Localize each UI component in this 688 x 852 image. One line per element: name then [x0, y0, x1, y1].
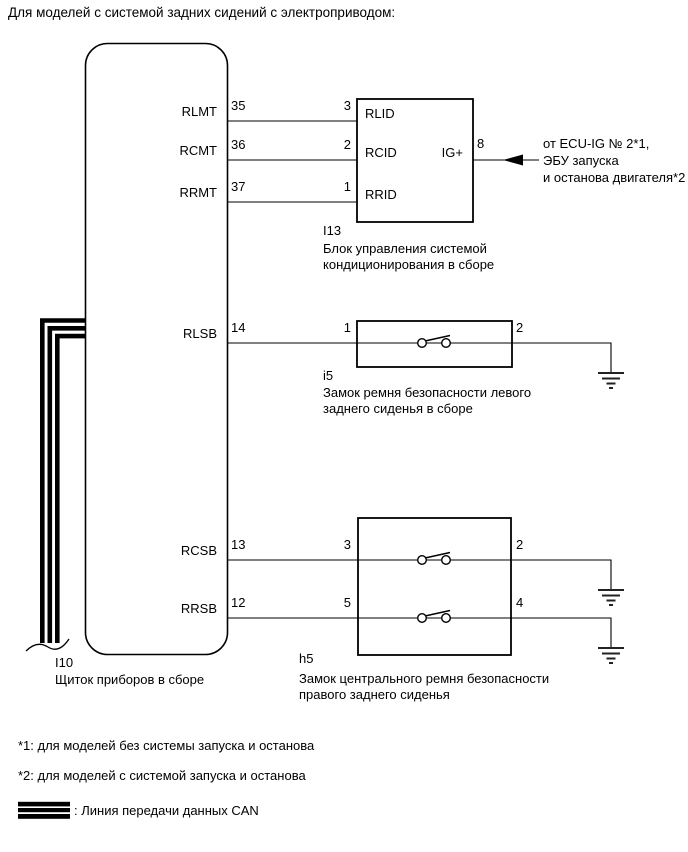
pin-number-rrsb: 12 [231, 595, 246, 610]
pin-number-rcid: 2 [343, 137, 351, 152]
left-buckle-name-line2: заднего сиденья в сборе [323, 401, 473, 416]
ig-note-line2: ЭБУ запуска [543, 153, 619, 168]
signal-label-rrmt: RRMT [179, 185, 217, 200]
pin-number-h5-row1-out: 2 [516, 537, 524, 552]
terminal-label-rlid: RLID [365, 106, 395, 121]
pin-number-h5-row2-in: 5 [343, 595, 351, 610]
center-buckle-box [357, 517, 512, 656]
signal-label-rcsb: RCSB [180, 543, 217, 558]
page-title: Для моделей с системой задних сидений с … [8, 5, 396, 20]
left-buckle-name-line1: Замок ремня безопасности левого [323, 385, 532, 400]
pin-number-i5-out: 2 [516, 320, 524, 335]
pin-number-i5-in: 1 [343, 320, 351, 335]
ac-unit-id: I13 [323, 223, 342, 238]
center-buckle-name-line2: правого заднего сиденья [299, 687, 450, 702]
arrow-left-icon [503, 154, 523, 166]
ig-note-line1: от ECU-IG № 2*1, [543, 136, 650, 151]
instrument-cluster-box [84, 42, 229, 656]
pin-number-rlid: 3 [343, 98, 351, 113]
switch-icon-h5-top [417, 551, 452, 566]
switch-icon-i5 [417, 334, 452, 349]
ig-note-line3: и останова двигателя*2 [543, 170, 686, 185]
pin-number-rlsb: 14 [231, 320, 246, 335]
cluster-id: I10 [55, 655, 74, 670]
switch-icon-h5-bottom [417, 609, 452, 624]
center-buckle-name-line1: Замок центрального ремня безопасности [299, 671, 550, 686]
pin-number-rrmt: 37 [231, 179, 246, 194]
ground-icon-3 [598, 647, 624, 664]
center-buckle-id: h5 [299, 651, 314, 666]
footnote-1: *1: для моделей без системы запуска и ос… [18, 738, 315, 753]
terminal-label-ig: IG+ [441, 145, 463, 160]
legend-can-symbol-icon [18, 801, 70, 819]
wire-rcsb [228, 559, 612, 590]
pin-number-rlmt: 35 [231, 98, 246, 113]
wire-rrsb [228, 617, 612, 648]
pin-number-rcmt: 36 [231, 137, 246, 152]
terminal-label-rrid: RRID [365, 187, 397, 202]
can-bus-lines [40, 318, 86, 643]
pin-number-h5-row1-in: 3 [343, 537, 351, 552]
signal-label-rlmt: RLMT [181, 104, 217, 119]
ground-icon-1 [598, 372, 624, 389]
terminal-label-rcid: RCID [365, 145, 397, 160]
legend-can-label: : Линия передачи данных CAN [74, 803, 259, 818]
wires [228, 120, 612, 648]
pin-number-h5-row2-out: 4 [516, 595, 524, 610]
pin-number-ig: 8 [477, 136, 485, 151]
pin-number-rrid: 1 [343, 179, 351, 194]
wire-rlsb [228, 342, 612, 373]
cluster-name: Щиток приборов в сборе [55, 672, 205, 687]
can-break-squiggle-icon [25, 638, 70, 652]
pin-number-rcsb: 13 [231, 537, 246, 552]
signal-label-rcmt: RCMT [179, 143, 217, 158]
ac-unit-name-line1: Блок управления системой [323, 241, 487, 256]
footnote-2: *2: для моделей с системой запуска и ост… [18, 768, 306, 783]
ground-icon-2 [598, 589, 624, 606]
left-buckle-id: i5 [323, 368, 334, 383]
left-buckle-box [356, 320, 513, 368]
signal-label-rlsb: RLSB [183, 326, 217, 341]
signal-label-rrsb: RRSB [180, 601, 217, 616]
ac-unit-name-line2: кондиционирования в сборе [323, 257, 495, 272]
